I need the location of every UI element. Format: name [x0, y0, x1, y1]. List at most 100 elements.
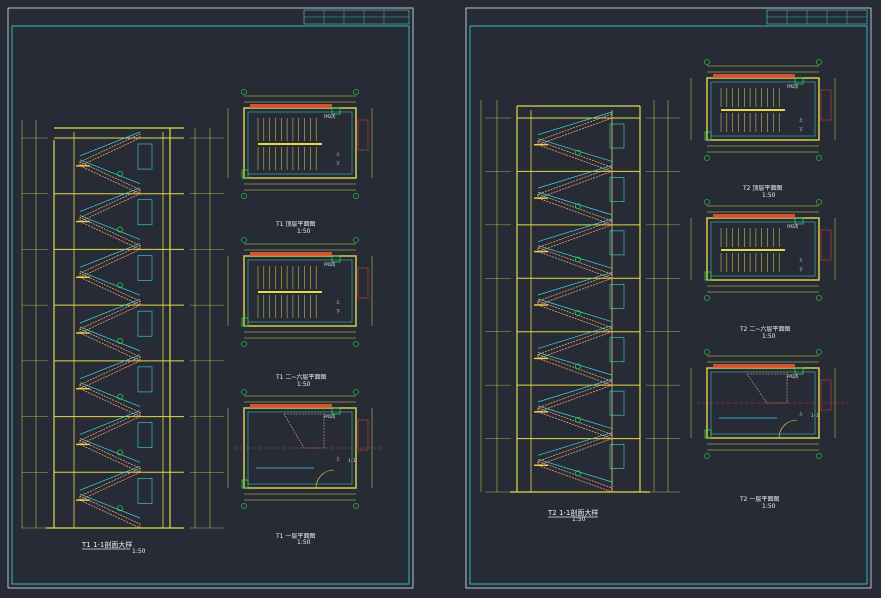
plan-right-typical-floor-title: T2 二~六层平面图 [739, 325, 790, 333]
fire-door-tag: FM2丙 [324, 114, 335, 119]
door-opening [609, 177, 625, 202]
door-opening [137, 477, 153, 504]
grid-bubble [816, 295, 822, 301]
plan-left-typical-floor-title: T1 二~六层平面图 [275, 373, 326, 381]
section-marker [117, 393, 123, 400]
stair-flight [79, 495, 141, 529]
elevation-left-scale: 1:50 [132, 548, 146, 555]
stair-handrail [537, 191, 613, 216]
elevation-right-walls [510, 105, 650, 493]
fire-door-tag: FM2丙 [787, 374, 798, 379]
section-mark-label: 1-1 [811, 413, 819, 418]
door-opening [609, 444, 625, 469]
plan-inner-outline [710, 81, 816, 137]
plan-wall-hatch [713, 74, 795, 78]
plan-wall-hatch [713, 214, 795, 218]
grid-bubble [241, 193, 247, 199]
stair-flight [79, 467, 141, 501]
door-opening [137, 310, 153, 337]
grid-bubble [353, 89, 359, 95]
stair-handrail [79, 159, 141, 185]
grid-bubble [704, 59, 710, 65]
door-opening [609, 123, 625, 149]
grid-bubble [816, 59, 822, 65]
plan-wall-hatch [713, 364, 795, 368]
plan-exterior-wall-red [820, 379, 832, 411]
plan-column [331, 255, 341, 263]
stair-flight [537, 273, 613, 306]
door-opening [137, 199, 153, 226]
plan-exterior-wall-red [357, 419, 369, 451]
grid-bubble [241, 237, 247, 243]
elevation-right: T2 1-1剖面大样 1:50 [480, 100, 680, 523]
stair-handrail [79, 270, 141, 296]
grid-bubble [353, 237, 359, 243]
stair-handrail [79, 298, 141, 324]
grid-bubble [241, 389, 247, 395]
stair-flight [537, 434, 613, 466]
sheet-right-title-block [766, 9, 868, 25]
elevation-left-dimension-lines [21, 120, 211, 528]
plan-left-top-floor-title: T1 顶层平面图 [275, 221, 315, 228]
section-mark-label: 1-1 [348, 458, 356, 463]
stair-down-note: 下 [799, 267, 803, 272]
stair-handrail [79, 465, 141, 491]
stair-flight [79, 189, 141, 223]
stair-flight [79, 300, 141, 334]
stair-handrail [79, 215, 141, 240]
stair-up-note: 上 [799, 410, 803, 416]
fire-door-tag: FM2丙 [324, 414, 335, 419]
stair-handrail [537, 352, 613, 376]
section-marker [117, 449, 123, 456]
plan-left-typical-floor-scale: 1:50 [297, 381, 311, 388]
stair-down-note: 下 [336, 309, 340, 314]
door-opening [609, 337, 625, 363]
plan-column [794, 217, 804, 225]
stair-handrail [537, 165, 613, 189]
stair-up-note: 上 [799, 256, 803, 262]
stair-handrail [79, 187, 141, 212]
grid-bubble [704, 349, 710, 355]
stair-down-note: 下 [799, 127, 803, 132]
plan-wall-hatch [250, 252, 332, 256]
stair-handrail [79, 438, 141, 463]
stair-flight [79, 133, 141, 167]
stair-handrail [537, 378, 613, 403]
section-marker [575, 310, 581, 316]
sheet-right-outer-frame [465, 7, 872, 589]
plan-column [704, 271, 712, 281]
section-marker [575, 256, 581, 263]
stair-handrail [537, 432, 613, 456]
stair-handrail [537, 111, 613, 136]
elevation-right-scale: 1:50 [572, 516, 586, 523]
stair-flight [79, 244, 141, 278]
section-marker [575, 203, 581, 210]
stair-handrail [537, 458, 613, 483]
grid-bubble [353, 389, 359, 395]
stair-down-note: 下 [336, 161, 340, 166]
stair-flight [537, 220, 613, 253]
plan-column [704, 429, 712, 439]
grid-bubble [353, 193, 359, 199]
stair-flight [537, 113, 613, 146]
plan-right-typical-floor-scale: 1:50 [762, 333, 776, 340]
fire-door-tag: FM2丙 [324, 262, 335, 267]
door-opening [137, 366, 153, 393]
grid-bubble [816, 349, 822, 355]
door-opening [609, 390, 625, 416]
plan-column [794, 367, 804, 375]
plan-inner-outline [710, 221, 816, 277]
stair-flight [537, 380, 613, 413]
stair-flight [79, 411, 141, 446]
plan-column [241, 317, 249, 327]
elevation-left: T1 1-1剖面大样 1:50 [21, 120, 224, 555]
plan-left-ground-floor-scale: 1:50 [297, 539, 311, 546]
plan-right-ground-floor-title: T2 一层平面图 [739, 496, 779, 503]
